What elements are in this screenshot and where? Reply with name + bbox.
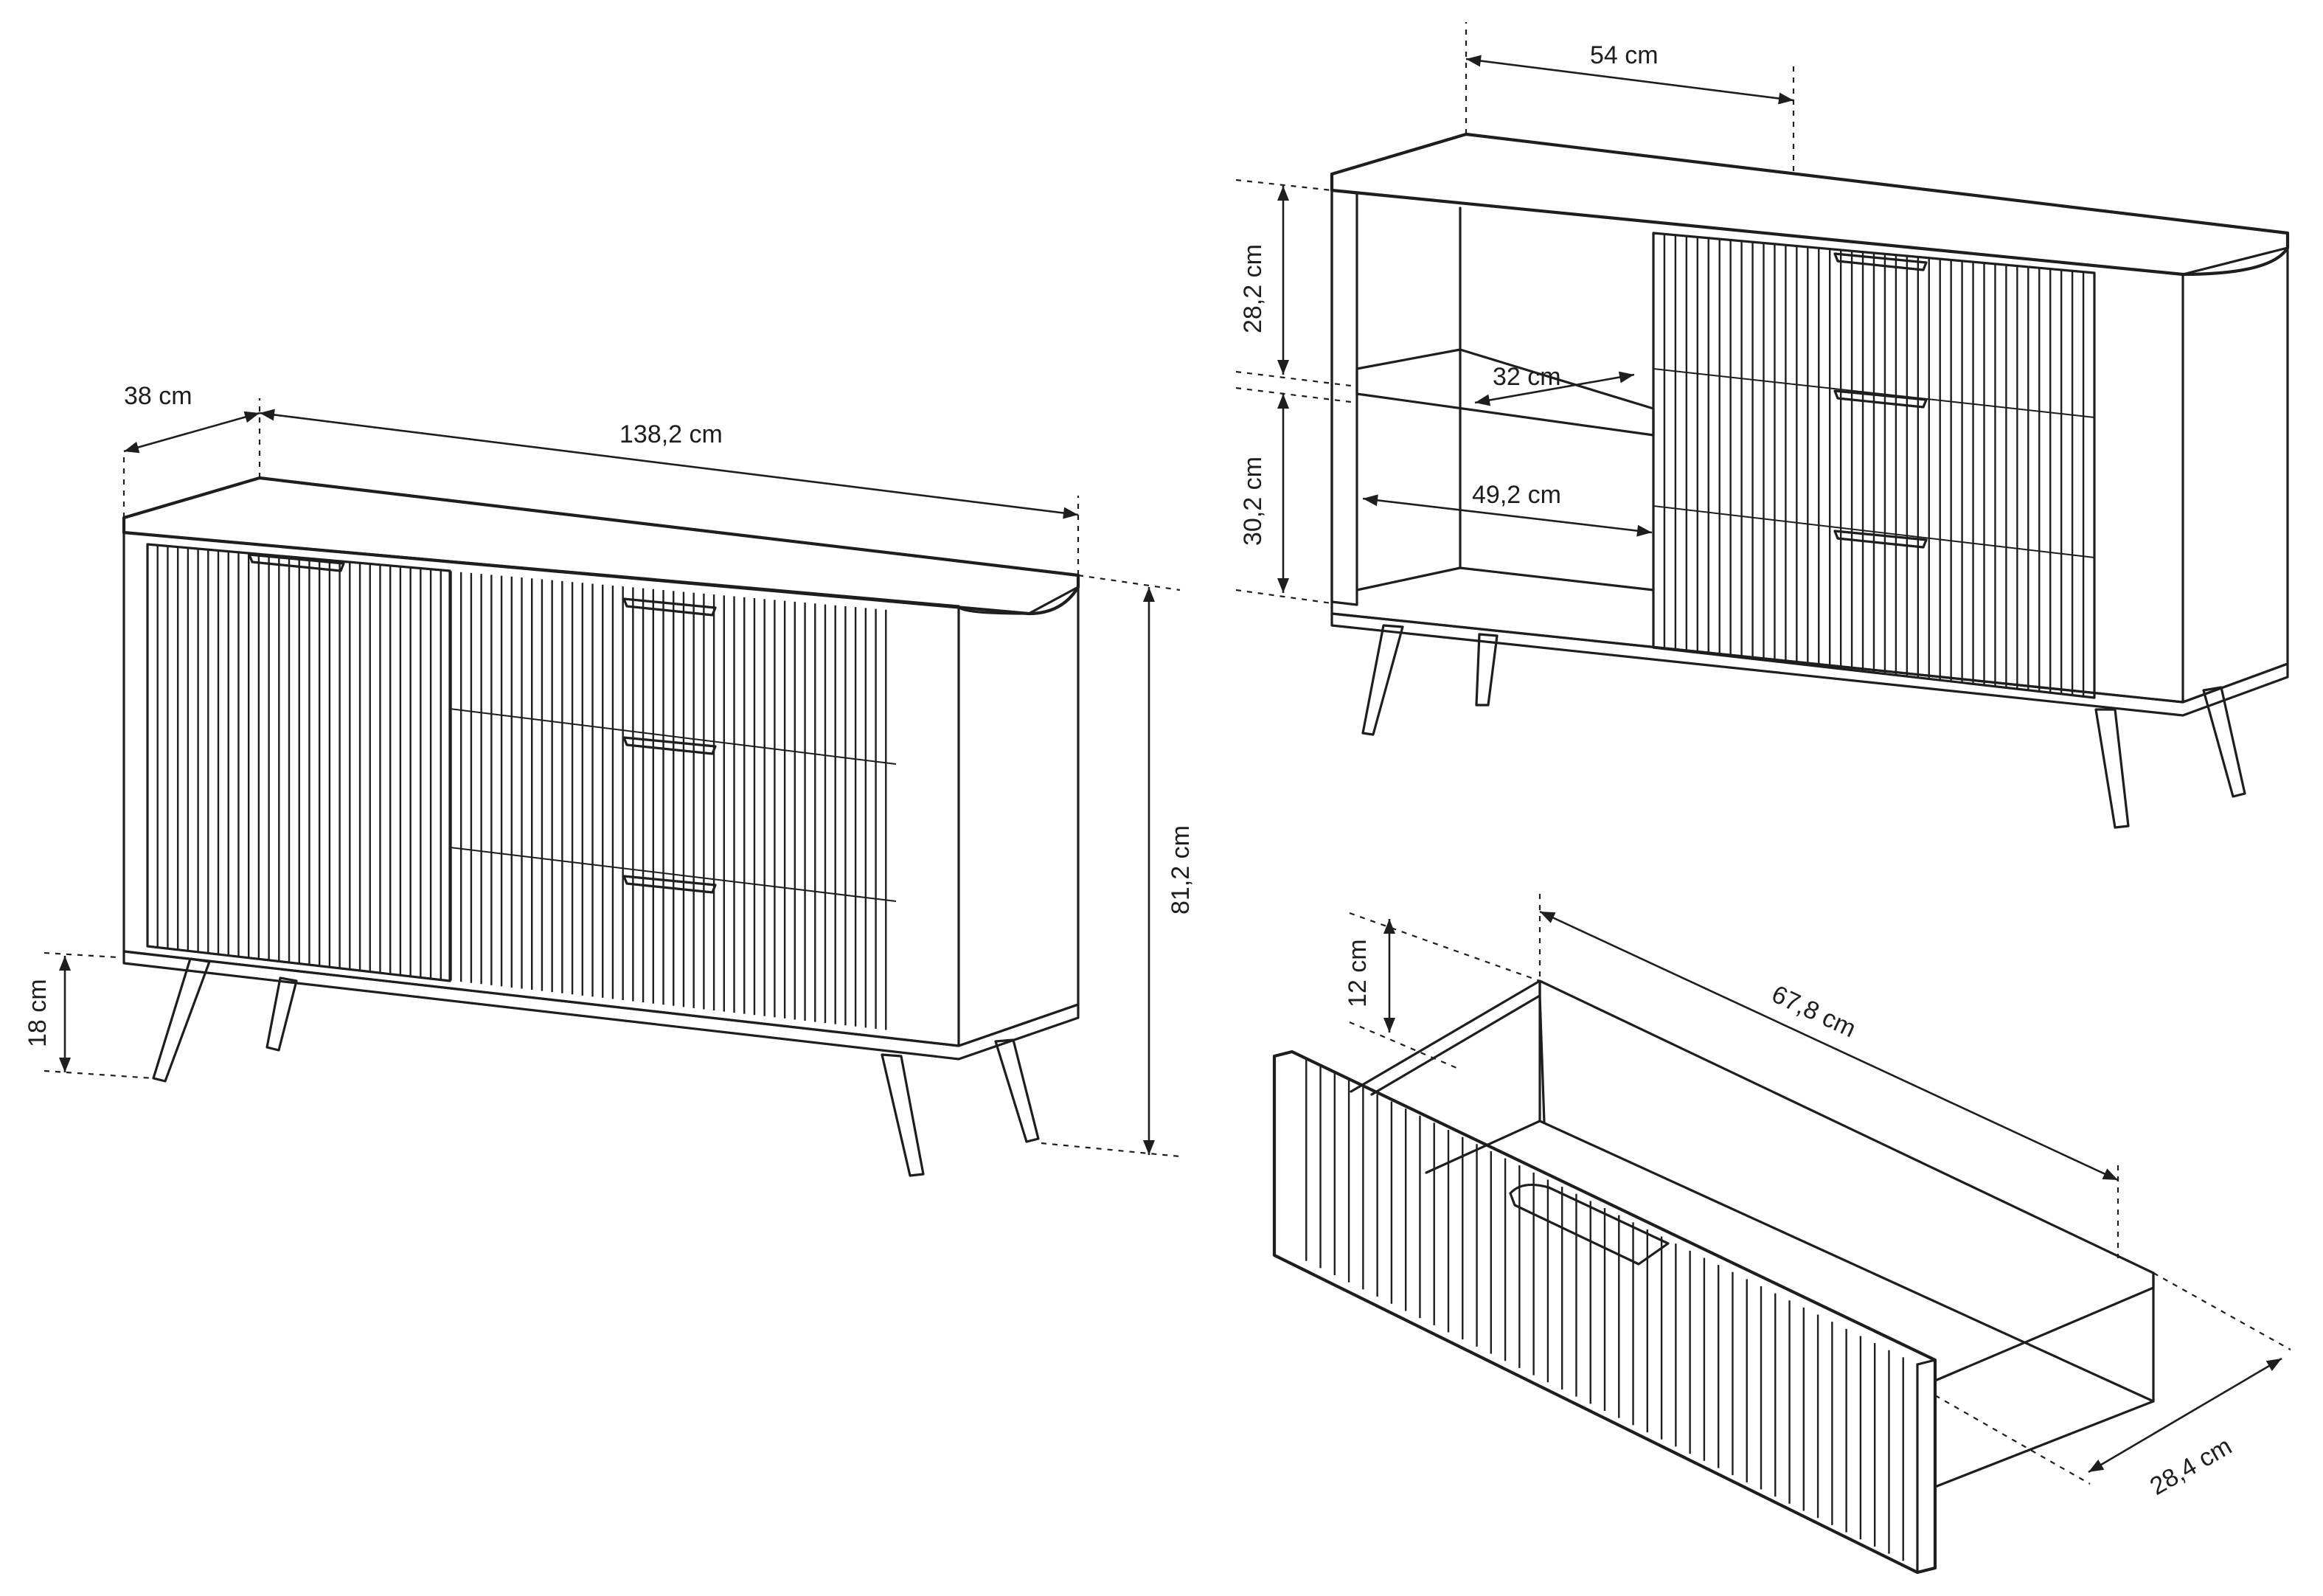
open-left-panel bbox=[1330, 189, 1358, 606]
label-138cm: 138,2 cm bbox=[619, 420, 723, 448]
drawer-back-inner bbox=[1538, 994, 1546, 1124]
front-door-panel bbox=[146, 543, 451, 982]
leg-back-left bbox=[265, 976, 298, 1052]
drawer-handle-3 bbox=[622, 875, 717, 894]
open-leg-1 bbox=[1361, 624, 1404, 736]
leg-back-right bbox=[994, 1038, 1040, 1143]
open-leg-3 bbox=[2094, 708, 2130, 829]
label-18cm: 18 cm bbox=[24, 979, 52, 1047]
open-divider-2 bbox=[1653, 505, 2095, 558]
open-handle-1 bbox=[1833, 252, 1928, 271]
drawer-front-edge bbox=[1916, 1359, 1937, 1574]
leg-front-left bbox=[152, 957, 211, 1083]
label-38cm: 38 cm bbox=[124, 382, 192, 410]
label-28-4cm: 28,4 cm bbox=[2145, 1432, 2237, 1501]
open-leg-4 bbox=[2202, 686, 2246, 798]
label-54cm: 54 cm bbox=[1590, 41, 1659, 69]
sideboard-open-view: 54 cm 28,2 cm 30,2 cm 32 cm 49,2 cm bbox=[1235, 22, 2290, 829]
leg-front-right bbox=[881, 1053, 925, 1177]
open-side-face bbox=[2181, 246, 2289, 704]
drawer-divider-1 bbox=[449, 708, 897, 765]
drawer-view: 12 cm 67,8 cm 28,4 cm bbox=[1272, 894, 2291, 1575]
drawer-length-dimension-line bbox=[1539, 910, 2119, 1182]
front-fluting bbox=[156, 545, 887, 1030]
open-divider-1 bbox=[1653, 368, 2095, 418]
open-leg-2 bbox=[1475, 633, 1499, 707]
drawer-divider-2 bbox=[449, 847, 897, 902]
depth-dimension-line bbox=[123, 412, 260, 453]
compartment-floor bbox=[1355, 566, 1655, 591]
drawer-left-side bbox=[1350, 979, 1541, 1096]
drawer-handle-1 bbox=[622, 597, 717, 617]
label-30cm: 30,2 cm bbox=[1239, 457, 1267, 546]
label-28cm: 28,2 cm bbox=[1239, 244, 1267, 333]
drawer-front-panel bbox=[1272, 1049, 1937, 1575]
width-dimension-line bbox=[259, 412, 1079, 516]
door-handle bbox=[248, 553, 345, 572]
open-handle-3 bbox=[1833, 530, 1928, 549]
dimension-arrowheads bbox=[59, 55, 2282, 1472]
label-12cm: 12 cm bbox=[1344, 939, 1372, 1007]
label-67cm: 67,8 cm bbox=[1768, 980, 1861, 1044]
label-49cm: 49,2 cm bbox=[1472, 481, 1561, 509]
open-drawer-panel bbox=[1652, 232, 2096, 699]
shelf-depth-dimension-line bbox=[1474, 373, 1635, 404]
sideboard-bottom-rail bbox=[122, 950, 1080, 1061]
drawer-handle-2 bbox=[622, 736, 717, 755]
drawer-handle bbox=[1509, 1183, 1670, 1266]
label-81cm: 81,2 cm bbox=[1167, 825, 1195, 915]
sideboard-front-view: 38 cm 138,2 cm 81,2 cm 18 cm bbox=[24, 382, 1195, 1177]
inner-width-dimension-line bbox=[1362, 497, 1653, 534]
drawer-floor-line bbox=[1425, 1120, 1541, 1174]
drawer-right-side bbox=[1934, 1271, 2155, 1488]
open-handle-2 bbox=[1833, 389, 1928, 409]
drawer-depth-dimension-line bbox=[2088, 1357, 2282, 1474]
label-32cm: 32 cm bbox=[1493, 363, 1561, 391]
open-fluting bbox=[1663, 234, 2085, 697]
open-depth-dimension-line bbox=[1465, 58, 1794, 102]
open-bottom-rail bbox=[1330, 612, 2289, 717]
drawer-fluting bbox=[1305, 1058, 1904, 1561]
sideboard-side-face bbox=[957, 586, 1080, 1047]
